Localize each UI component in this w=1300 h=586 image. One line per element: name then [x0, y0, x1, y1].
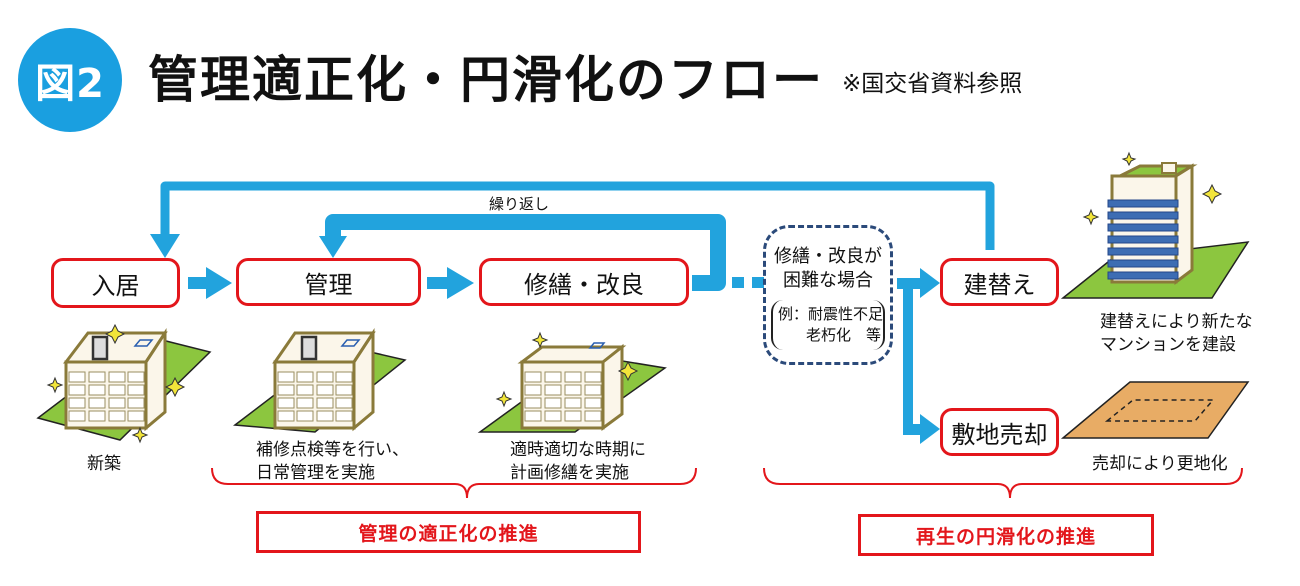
- figure-number-badge: 図2: [18, 28, 122, 132]
- caption-management-1: 補修点検等を行い、: [256, 440, 409, 460]
- goal-regeneration-facilitation: 再生の円滑化の推進: [858, 514, 1154, 556]
- step-move-in: 入居: [51, 258, 180, 308]
- repaired-building-illustration: [477, 331, 667, 433]
- caption-management-2: 日常管理を実施: [256, 463, 375, 483]
- left-brace: [211, 467, 697, 499]
- condition-line-2: 困難な場合: [783, 270, 873, 291]
- caption-rebuild-1: 建替えにより新たな: [1100, 312, 1253, 332]
- caption-repair-2: 計画修繕を実施: [510, 463, 629, 483]
- new-building-illustration: [36, 323, 212, 444]
- dotted-connector-1: [732, 277, 744, 288]
- step-rebuild: 建替え: [940, 258, 1059, 306]
- caption-repair-1: 適時適切な時期に: [510, 440, 646, 460]
- new-tower-illustration: [1060, 151, 1250, 299]
- example-line-2: 老朽化 等: [806, 326, 882, 344]
- step-management: 管理: [236, 258, 421, 306]
- dotted-connector-2: [752, 277, 764, 288]
- arrow-move-in-to-management: [188, 267, 232, 299]
- caption-sale: 売却により更地化: [1092, 454, 1228, 474]
- step-site-sale: 敷地売却: [940, 408, 1059, 456]
- managed-building-illustration: [233, 327, 407, 433]
- arrow-management-to-repair: [427, 267, 474, 299]
- goal-management-optimization: 管理の適正化の推進: [256, 511, 641, 553]
- source-note: ※国交省資料参照: [842, 71, 1023, 97]
- vacant-land-illustration: [1060, 381, 1250, 439]
- example-bracket: [771, 300, 885, 350]
- caption-new-build: 新築: [87, 454, 121, 474]
- condition-line-1: 修繕・改良が: [774, 246, 882, 267]
- repeat-label: 繰り返し: [489, 195, 550, 213]
- branch-arrows: [897, 268, 940, 444]
- repeat-loop-arrowhead: [319, 236, 347, 258]
- difficult-condition-box: [763, 225, 893, 365]
- outer-loop-arrowhead: [150, 234, 180, 258]
- example-line-1: 例：耐震性不足: [778, 305, 884, 323]
- outer-loop-arrow: [160, 181, 995, 250]
- repeat-loop-arrow: [325, 214, 726, 291]
- caption-rebuild-2: マンションを建設: [1100, 335, 1236, 355]
- page-title: 管理適正化・円滑化のフロー: [148, 51, 824, 109]
- step-repair: 修繕・改良: [479, 258, 689, 306]
- right-brace: [763, 467, 1243, 499]
